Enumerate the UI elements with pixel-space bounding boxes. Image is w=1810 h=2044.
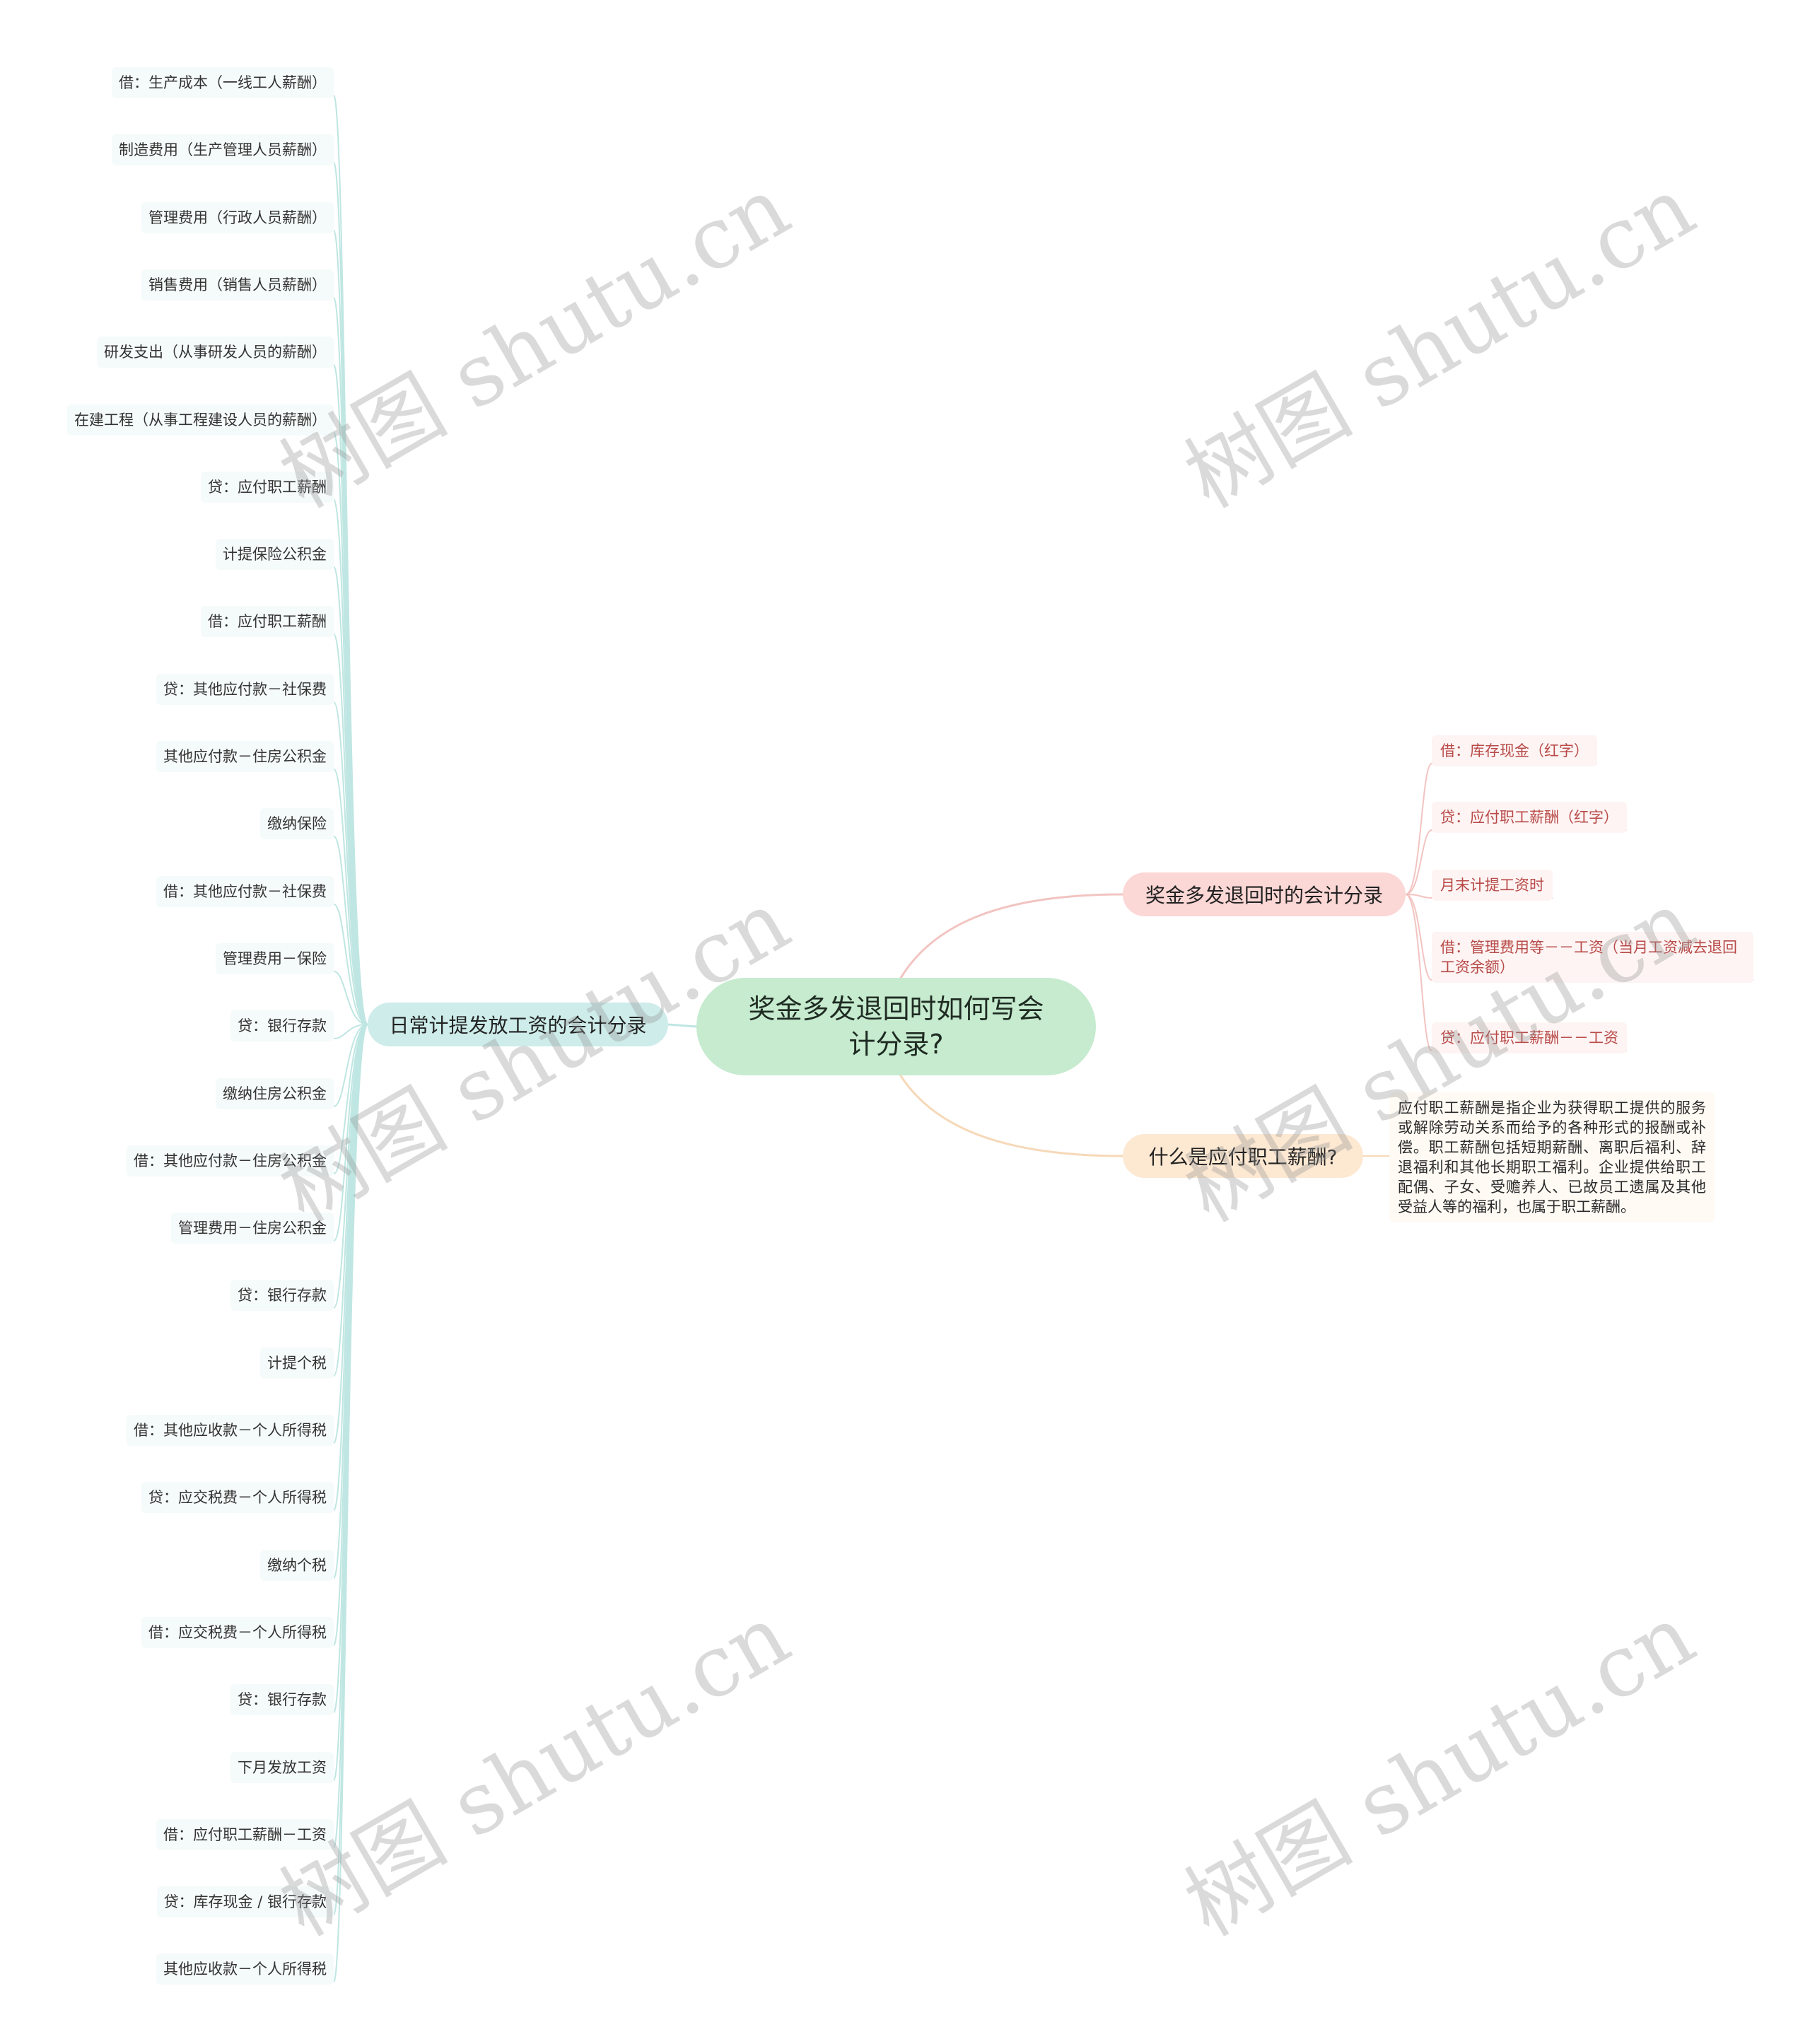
- left-leaf-item[interactable]: 管理费用－住房公积金: [171, 1213, 334, 1244]
- left-leaf-item[interactable]: 借：应付职工薪酬－工资: [156, 1818, 334, 1850]
- root-left-link: [667, 1023, 697, 1028]
- left-leaf-item[interactable]: 贷：库存现金 / 银行存款: [156, 1886, 334, 1918]
- left-leaf-item[interactable]: 制造费用（生产管理人员薪酬）: [112, 134, 334, 166]
- left-leaf-item[interactable]: 销售费用（销售人员薪酬）: [141, 269, 334, 300]
- branch-bonus-refund-entries[interactable]: 奖金多发退回时的会计分录: [1123, 872, 1406, 916]
- left-leaf-item[interactable]: 借：应交税费－个人所得税: [141, 1616, 334, 1648]
- left-leaf-item[interactable]: 缴纳个税: [260, 1549, 334, 1581]
- root-right-link-1: [897, 893, 1123, 983]
- left-leaf-item[interactable]: 借：生产成本（一线工人薪酬）: [112, 67, 334, 98]
- branch-label: 什么是应付职工薪酬?: [1148, 1145, 1338, 1169]
- left-leaf-item[interactable]: 贷：银行存款: [230, 1684, 334, 1716]
- right-leaf-link: [1405, 894, 1627, 1051]
- left-leaf-item[interactable]: 借：应付职工薪酬: [201, 606, 334, 638]
- left-leaf-link: [333, 1024, 368, 1039]
- left-leaf-item[interactable]: 在建工程（从事工程建设人员的薪酬）: [67, 404, 334, 436]
- left-leaf-link: [333, 1024, 368, 1242]
- root-topic-label: 奖金多发退回时如何写会计分录?: [748, 993, 1044, 1060]
- left-leaf-link: [333, 1024, 368, 1982]
- left-leaf-link: [333, 904, 368, 1025]
- right-leaf-item[interactable]: 月末计提工资时: [1432, 870, 1553, 901]
- description-text: 应付职工薪酬是指企业为获得职工提供的服务或解除劳动关系而给予的各种形式的报酬或补…: [1398, 1099, 1706, 1215]
- right-leaf-link: [1405, 894, 1553, 899]
- branch-daily-payroll-entries[interactable]: 日常计提发放工资的会计分录: [368, 1003, 668, 1046]
- left-leaf-item[interactable]: 借：其他应付款－社保费: [156, 875, 334, 907]
- root-topic[interactable]: 奖金多发退回时如何写会计分录?: [696, 978, 1096, 1075]
- branch-label: 奖金多发退回时的会计分录: [1145, 884, 1383, 907]
- branch-label: 日常计提发放工资的会计分录: [389, 1014, 647, 1037]
- left-leaf-item[interactable]: 管理费用－保险: [216, 942, 334, 974]
- left-leaf-item[interactable]: 缴纳保险: [260, 808, 334, 840]
- branch-what-is-payroll-payable[interactable]: 什么是应付职工薪酬?: [1123, 1134, 1363, 1178]
- left-leaf-item[interactable]: 计提个税: [260, 1347, 334, 1379]
- right-leaf-item[interactable]: 贷：应付职工薪酬（红字）: [1432, 802, 1627, 833]
- left-leaf-item[interactable]: 研发支出（从事研发人员的薪酬）: [97, 337, 334, 368]
- left-leaf-item[interactable]: 贷：银行存款: [230, 1010, 334, 1042]
- right-leaf-item[interactable]: 借：库存现金（红字）: [1432, 735, 1597, 766]
- left-leaf-item[interactable]: 贷：其他应付款－社保费: [156, 673, 334, 705]
- left-leaf-item[interactable]: 缴纳住房公积金: [216, 1078, 334, 1109]
- left-leaf-link: [333, 836, 368, 1025]
- left-leaf-item[interactable]: 贷：银行存款: [230, 1280, 334, 1312]
- left-leaf-item[interactable]: 其他应收款－个人所得税: [156, 1954, 334, 1985]
- left-leaf-item[interactable]: 其他应付款－住房公积金: [156, 741, 334, 772]
- root-right-link-2: [897, 1070, 1123, 1157]
- left-leaf-item[interactable]: 管理费用（行政人员薪酬）: [141, 202, 334, 233]
- payroll-payable-description[interactable]: 应付职工薪酬是指企业为获得职工提供的服务或解除劳动关系而给予的各种形式的报酬或补…: [1389, 1092, 1715, 1222]
- right-leaf-link: [1405, 829, 1627, 895]
- right-leaf-item[interactable]: 借：管理费用等－－工资（当月工资减去退回工资余额）: [1432, 932, 1753, 983]
- left-leaf-link: [333, 1024, 368, 1174]
- left-leaf-item[interactable]: 借：其他应付款－住房公积金: [127, 1145, 334, 1176]
- left-leaf-link: [333, 971, 368, 1025]
- left-leaf-link: [333, 1024, 368, 1107]
- left-leaf-item[interactable]: 借：其他应收款－个人所得税: [127, 1415, 334, 1446]
- left-leaf-link: [333, 701, 368, 1025]
- right-leaf-item[interactable]: 贷：应付职工薪酬－－工资: [1432, 1022, 1627, 1053]
- right-leaf-link: [1405, 894, 1753, 981]
- left-leaf-item[interactable]: 下月发放工资: [230, 1751, 334, 1783]
- right-leaf-link: [1405, 763, 1597, 895]
- left-leaf-item[interactable]: 贷：应付职工薪酬: [201, 471, 334, 503]
- left-leaf-item[interactable]: 计提保险公积金: [216, 539, 334, 571]
- left-leaf-link: [333, 633, 368, 1025]
- left-leaf-link: [333, 1024, 368, 1309]
- left-leaf-item[interactable]: 贷：应交税费－个人所得税: [141, 1482, 334, 1514]
- left-leaf-link: [333, 769, 368, 1025]
